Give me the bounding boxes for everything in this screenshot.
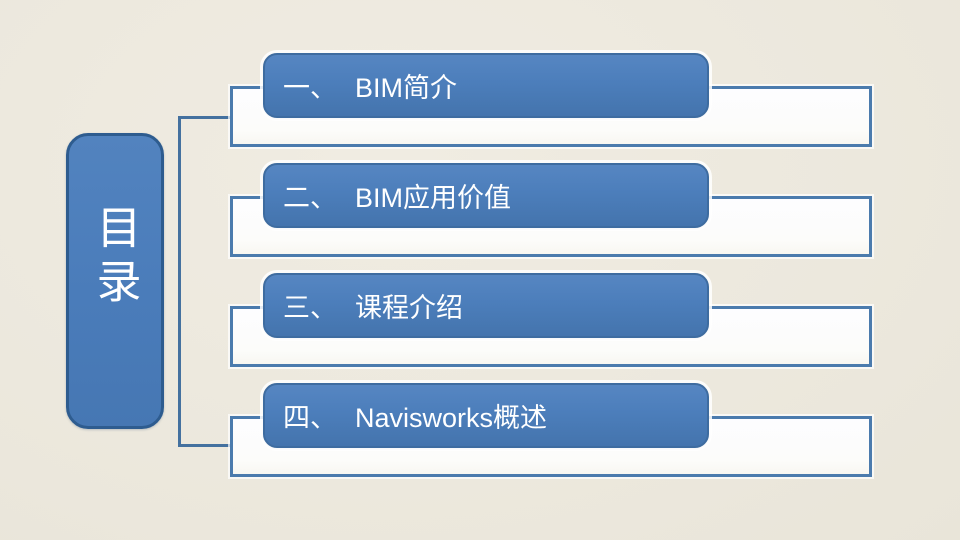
toc-item-number-4: 四、 [283, 403, 337, 434]
toc-item-row-2: 二、 BIM应用价值 [0, 163, 960, 293]
toc-item-number-3: 三、 [283, 293, 337, 324]
toc-title-box: 目录 [66, 133, 164, 429]
toc-item-row-1: 一、 BIM简介 [0, 53, 960, 183]
toc-item-label-4: Navisworks概述 [355, 403, 548, 433]
toc-connector-bracket [178, 116, 231, 447]
toc-item-label-3: 课程介绍 [355, 293, 463, 323]
toc-item-label-1: BIM简介 [355, 73, 458, 103]
toc-item-number-2: 二、 [283, 183, 337, 214]
toc-item-tab-1[interactable]: 一、 BIM简介 [263, 53, 709, 118]
toc-title: 目录 [88, 204, 142, 312]
toc-item-row-3: 三、 课程介绍 [0, 273, 960, 403]
toc-item-tab-4[interactable]: 四、 Navisworks概述 [263, 383, 709, 448]
toc-item-row-4: 四、 Navisworks概述 [0, 383, 960, 513]
toc-item-label-2: BIM应用价值 [355, 183, 512, 213]
toc-item-tab-3[interactable]: 三、 课程介绍 [263, 273, 709, 338]
toc-item-tab-2[interactable]: 二、 BIM应用价值 [263, 163, 709, 228]
toc-item-number-1: 一、 [283, 73, 337, 104]
